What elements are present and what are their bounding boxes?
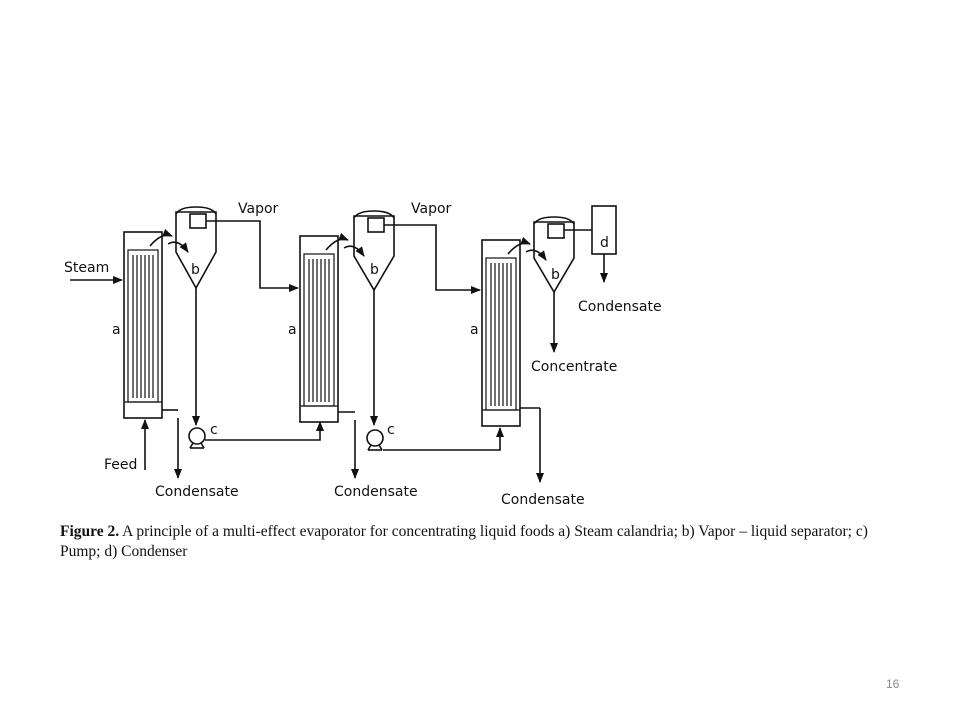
vapor-1-line xyxy=(206,220,299,292)
label-b-2: b xyxy=(370,262,379,278)
pump-1 xyxy=(188,427,206,449)
label-c-2: c xyxy=(387,422,395,438)
figure-label: Figure 2. xyxy=(60,523,120,540)
label-a-3: a xyxy=(470,322,479,338)
pump-2 xyxy=(366,429,384,451)
condensate-2-label: Condensate xyxy=(334,484,418,500)
separator-2 xyxy=(353,210,395,426)
overflow-arrow-3 xyxy=(507,236,531,255)
vapor-2-label: Vapor xyxy=(411,201,452,217)
calandria-2 xyxy=(299,235,339,423)
condensate-1-label: Condensate xyxy=(155,484,239,500)
overflow-arrow-1b xyxy=(167,241,189,253)
page-number: 16 xyxy=(886,677,900,691)
separator-1 xyxy=(175,206,217,426)
calandria-1 xyxy=(123,231,163,419)
steam-label: Steam xyxy=(64,260,109,276)
label-d: d xyxy=(600,235,609,251)
condensate-3-label: Condensate xyxy=(501,492,585,508)
label-c-1: c xyxy=(210,422,218,438)
label-a-2: a xyxy=(288,322,297,338)
figure-caption-text: A principle of a multi-effect evaporator… xyxy=(60,523,868,560)
feed-label: Feed xyxy=(104,457,137,473)
vapor-2-line xyxy=(384,224,481,294)
separator-3 xyxy=(533,216,575,353)
label-b-3: b xyxy=(551,267,560,283)
overflow-arrow-1 xyxy=(149,228,173,247)
figure-caption: Figure 2. A principle of a multi-effect … xyxy=(60,522,905,562)
concentrate-label: Concentrate xyxy=(531,359,617,375)
transfer-line-2 xyxy=(383,427,504,451)
overflow-arrow-2b xyxy=(343,245,365,257)
label-a-1: a xyxy=(112,322,121,338)
overflow-arrow-3b xyxy=(525,249,547,261)
label-b-1: b xyxy=(191,262,200,278)
vapor-1-label: Vapor xyxy=(238,201,279,217)
overflow-arrow-2 xyxy=(325,232,349,251)
transfer-line-1 xyxy=(205,421,324,441)
condensate-top-label: Condensate xyxy=(578,299,662,315)
calandria-3 xyxy=(481,239,521,427)
